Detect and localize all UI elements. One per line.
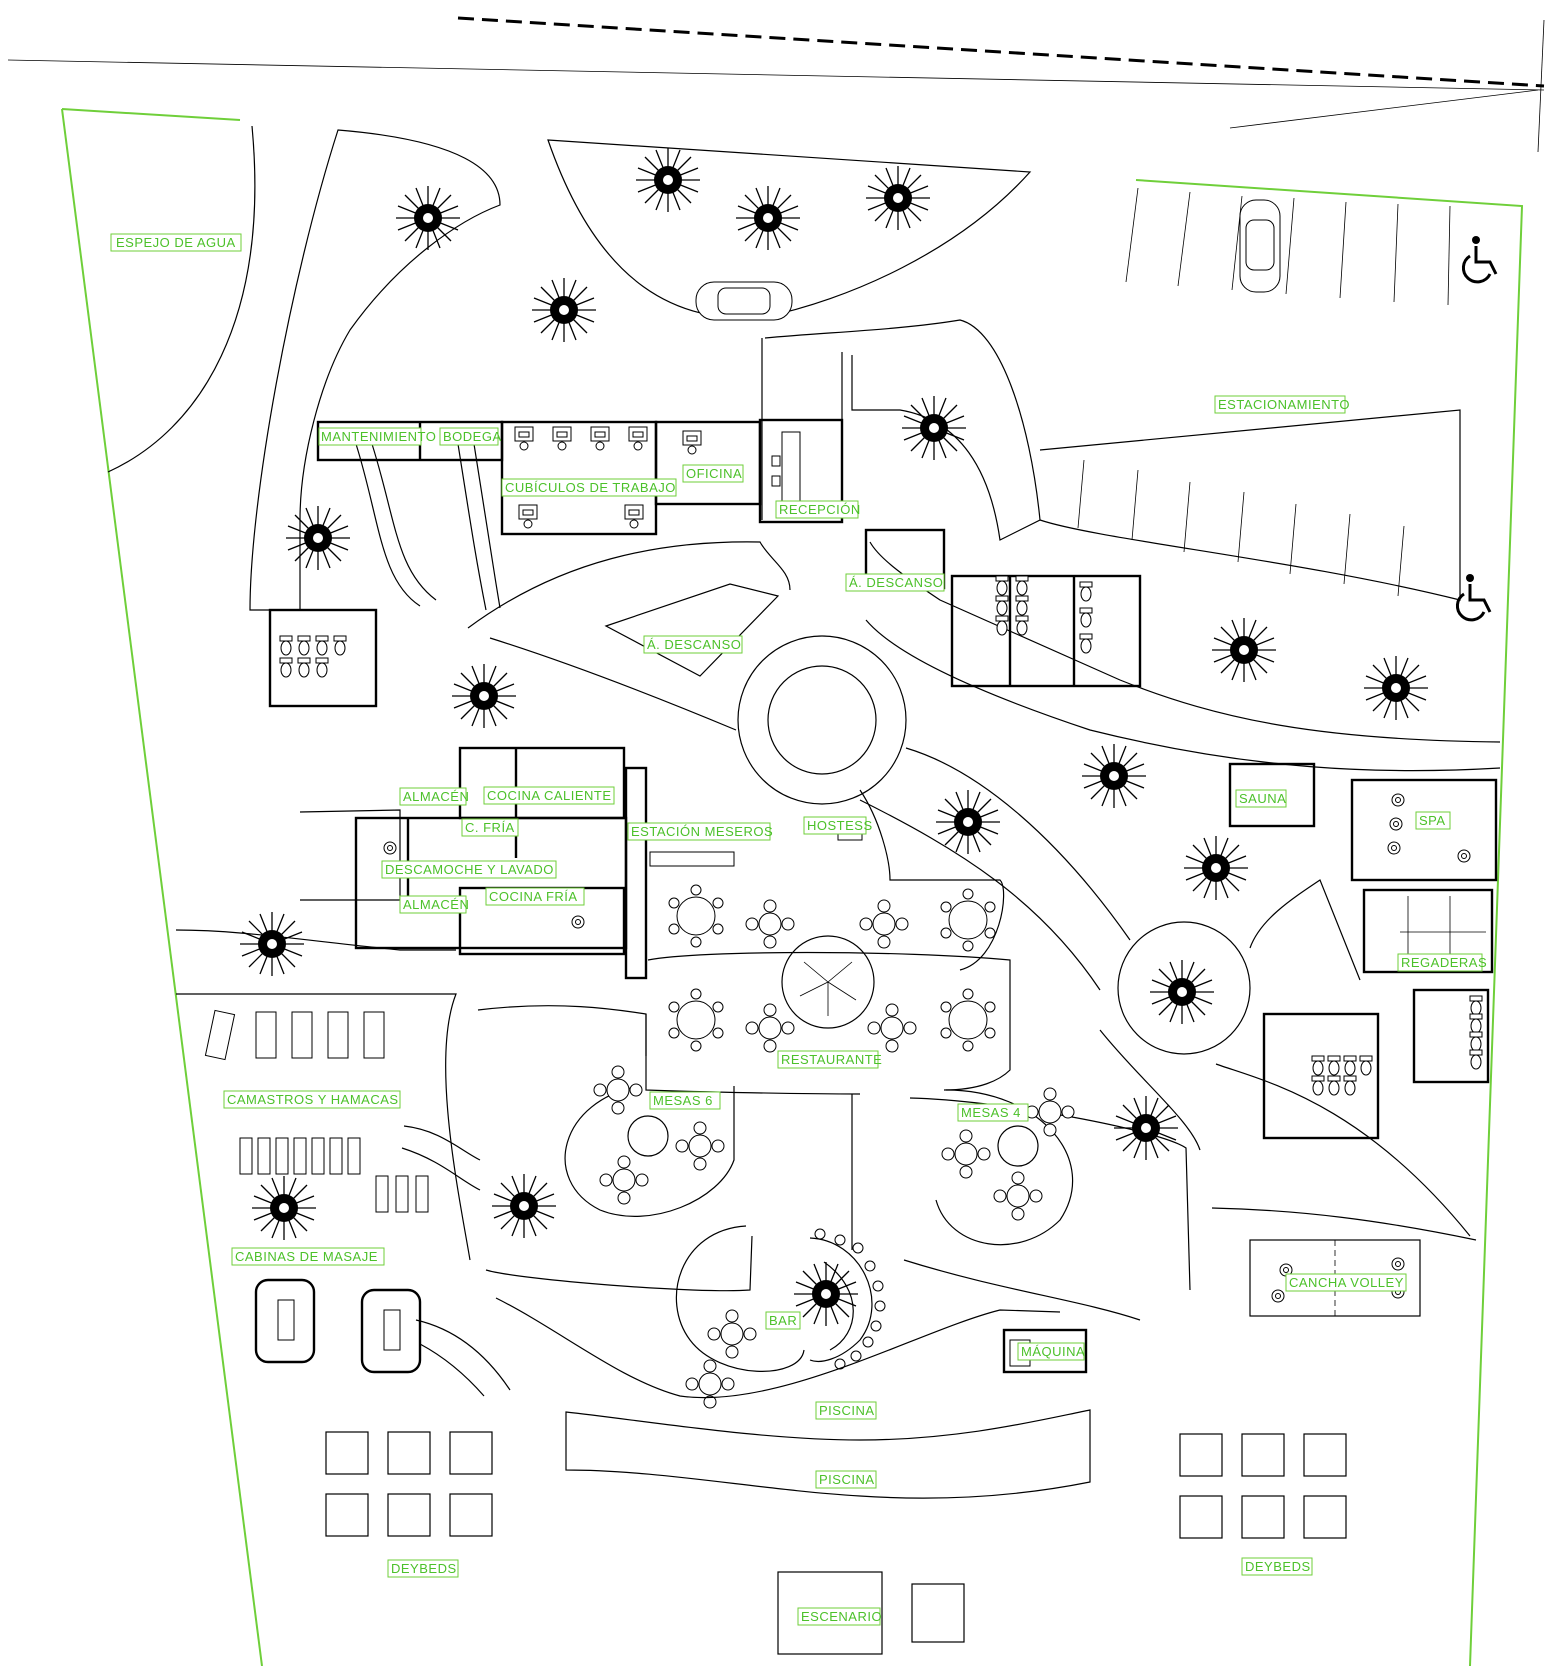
loungers (204, 1009, 481, 1213)
bar-area (675, 1225, 886, 1409)
car-icon (1239, 199, 1281, 293)
label-espejo-agua: ESPEJO DE AGUA (110, 233, 242, 252)
spa-block (1228, 762, 1498, 1140)
label-mantenimiento: MANTENIMIENTO (318, 427, 436, 446)
svg-text:COCINA FRÍA: COCINA FRÍA (489, 889, 578, 904)
entrance-road (761, 338, 843, 520)
east-paths (859, 747, 1477, 1241)
water-mirror (107, 125, 256, 473)
label-almacen-2: ALMACÉN (399, 895, 469, 914)
label-maquina: MÁQUINA (1017, 1342, 1085, 1361)
svg-text:MÁQUINA: MÁQUINA (1021, 1344, 1085, 1359)
label-piscina-1: PISCINA (815, 1401, 877, 1420)
svg-text:ESTACIONAMIENTO: ESTACIONAMIENTO (1218, 397, 1350, 412)
svg-text:DEYBEDS: DEYBEDS (391, 1561, 457, 1576)
label-oficina: OFICINA (682, 464, 744, 483)
label-piscina-2: PISCINA (815, 1470, 877, 1489)
car-icon (695, 281, 793, 321)
massage-cabins (254, 1278, 511, 1397)
svg-text:SPA: SPA (1419, 813, 1446, 828)
svg-text:REGADERAS: REGADERAS (1401, 955, 1487, 970)
restaurant-area (175, 929, 1201, 1321)
svg-text:Á. DESCANSO: Á. DESCANSO (849, 575, 943, 590)
svg-text:ALMACÉN: ALMACÉN (403, 789, 469, 804)
svg-text:DEYBEDS: DEYBEDS (1245, 1559, 1311, 1574)
svg-text:C. FRÍA: C. FRÍA (465, 820, 515, 835)
label-c-fria: C. FRÍA (461, 818, 519, 837)
parking-lot (1039, 187, 1461, 601)
svg-text:MESAS 6: MESAS 6 (653, 1093, 713, 1108)
label-hostess: HOSTESS (803, 816, 873, 835)
label-recepcion: RECEPCIÓN (775, 500, 861, 519)
svg-text:BAR: BAR (769, 1313, 797, 1328)
label-restaurante: RESTAURANTE (777, 1050, 882, 1069)
svg-text:ESTACIÓN MESEROS: ESTACIÓN MESEROS (631, 824, 773, 839)
svg-text:ESPEJO DE AGUA: ESPEJO DE AGUA (116, 235, 236, 250)
svg-text:CAMASTROS Y HAMACAS: CAMASTROS Y HAMACAS (227, 1092, 399, 1107)
label-mesas-4: MESAS 4 (957, 1103, 1029, 1122)
svg-text:MANTENIMIENTO: MANTENIMIENTO (321, 429, 436, 444)
svg-text:COCINA CALIENTE: COCINA CALIENTE (487, 788, 612, 803)
stage (777, 1571, 965, 1655)
restrooms-north (268, 528, 1142, 708)
svg-text:PISCINA: PISCINA (819, 1403, 875, 1418)
svg-text:HOSTESS: HOSTESS (807, 818, 873, 833)
label-estacionamiento: ESTACIONAMIENTO (1214, 395, 1350, 414)
svg-text:MESAS 4: MESAS 4 (961, 1105, 1021, 1120)
label-cocina-caliente: COCINA CALIENTE (483, 786, 615, 805)
svg-text:CANCHA VOLLEY: CANCHA VOLLEY (1289, 1275, 1404, 1290)
svg-text:ESCENARIO: ESCENARIO (801, 1609, 882, 1624)
label-cocina-fria: COCINA FRÍA (485, 887, 585, 906)
svg-text:PISCINA: PISCINA (819, 1472, 875, 1487)
svg-text:CABINAS DE MASAJE: CABINAS DE MASAJE (235, 1249, 378, 1264)
svg-text:DESCAMOCHE Y LAVADO: DESCAMOCHE Y LAVADO (385, 862, 554, 877)
property-boundary (61, 108, 1524, 1666)
label-cancha: CANCHA VOLLEY (1285, 1273, 1407, 1292)
label-cabinas: CABINAS DE MASAJE (231, 1247, 385, 1266)
label-estacion-meseros: ESTACIÓN MESEROS (627, 822, 773, 841)
label-bar: BAR (765, 1311, 801, 1330)
label-bodega: BODEGA (439, 427, 502, 446)
street (7, 16, 1545, 153)
volley-court (1249, 1239, 1421, 1317)
admin-building (316, 418, 844, 611)
tree-icon (239, 147, 1429, 1327)
label-camastros: CAMASTROS Y HAMACAS (223, 1090, 401, 1109)
north-gardens (249, 129, 1041, 611)
label-regaderas: REGADERAS (1397, 953, 1487, 972)
label-escenario: ESCENARIO (797, 1607, 882, 1626)
accessibility-icon (1461, 236, 1498, 284)
svg-text:SAUNA: SAUNA (1239, 791, 1286, 806)
accessibility-icon (1455, 574, 1492, 622)
label-descanso-2: Á. DESCANSO (643, 635, 743, 654)
svg-text:Á. DESCANSO: Á. DESCANSO (647, 637, 741, 652)
label-deybeds-1: DEYBEDS (387, 1559, 459, 1578)
label-almacen-1: ALMACÉN (399, 787, 469, 806)
svg-text:RESTAURANTE: RESTAURANTE (781, 1052, 882, 1067)
svg-text:OFICINA: OFICINA (686, 466, 742, 481)
daybeds (325, 1431, 1347, 1539)
svg-text:CUBÍCULOS DE TRABAJO: CUBÍCULOS DE TRABAJO (505, 480, 676, 495)
svg-text:BODEGA: BODEGA (443, 429, 502, 444)
label-spa: SPA (1415, 811, 1451, 830)
pool (495, 1297, 1091, 1499)
rest-plaza (467, 541, 1501, 772)
label-descamoche: DESCAMOCHE Y LAVADO (381, 860, 557, 879)
label-cubiculos: CUBÍCULOS DE TRABAJO (501, 478, 677, 497)
label-sauna: SAUNA (1235, 789, 1287, 808)
label-deybeds-2: DEYBEDS (1241, 1557, 1313, 1576)
label-descanso-1: Á. DESCANSO (845, 573, 945, 592)
roundabout (737, 635, 907, 805)
svg-text:ALMACÉN: ALMACÉN (403, 897, 469, 912)
svg-text:RECEPCIÓN: RECEPCIÓN (779, 502, 861, 517)
label-mesas-6: MESAS 6 (649, 1091, 721, 1110)
